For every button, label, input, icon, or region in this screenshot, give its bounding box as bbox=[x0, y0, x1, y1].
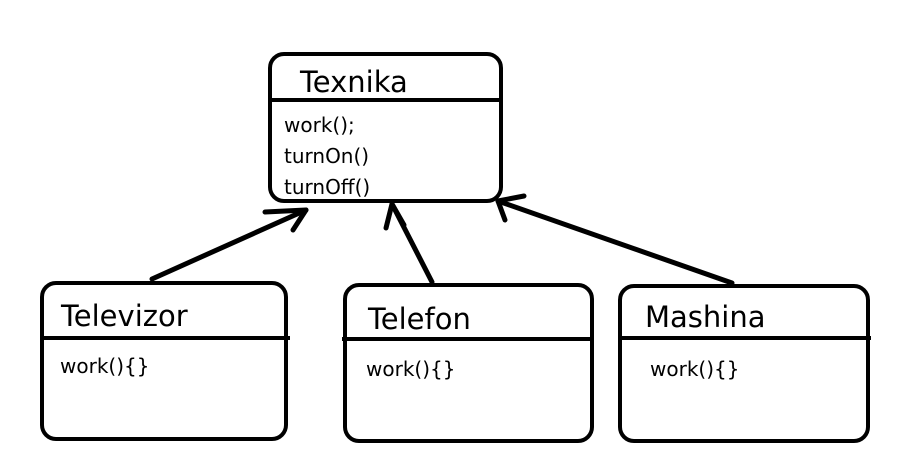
class-box-telefon-border bbox=[343, 283, 594, 443]
class-method-texnika-1: work(); bbox=[284, 113, 355, 137]
class-method-telefon-1: work(){} bbox=[366, 357, 455, 381]
arrow-televizor-to-texnika bbox=[149, 207, 309, 282]
class-title-texnika: Texnika bbox=[299, 65, 408, 99]
class-box-televizor-border bbox=[40, 281, 288, 441]
class-box-texnika: Texnika work(); turnOn() turnOff() bbox=[268, 52, 503, 203]
class-box-texnika-border bbox=[268, 52, 503, 203]
class-box-mashina: Mashina work(){} bbox=[618, 284, 871, 443]
arrow-mashina-to-texnika bbox=[495, 193, 735, 286]
class-box-telefon: Telefon work(){} bbox=[342, 283, 594, 443]
class-method-televizor-1: work(){} bbox=[60, 354, 149, 378]
class-title-televizor: Televizor bbox=[60, 299, 188, 333]
class-title-telefon: Telefon bbox=[367, 302, 471, 336]
arrow-telefon-to-texnika bbox=[383, 201, 435, 285]
class-title-mashina: Mashina bbox=[645, 300, 766, 334]
class-box-televizor: Televizor work(){} bbox=[40, 281, 290, 441]
class-method-texnika-3: turnOff() bbox=[284, 175, 370, 199]
relation-arrows bbox=[149, 193, 735, 286]
class-method-mashina-1: work(){} bbox=[650, 357, 739, 381]
class-method-texnika-2: turnOn() bbox=[284, 144, 369, 168]
class-box-mashina-border bbox=[618, 284, 870, 443]
